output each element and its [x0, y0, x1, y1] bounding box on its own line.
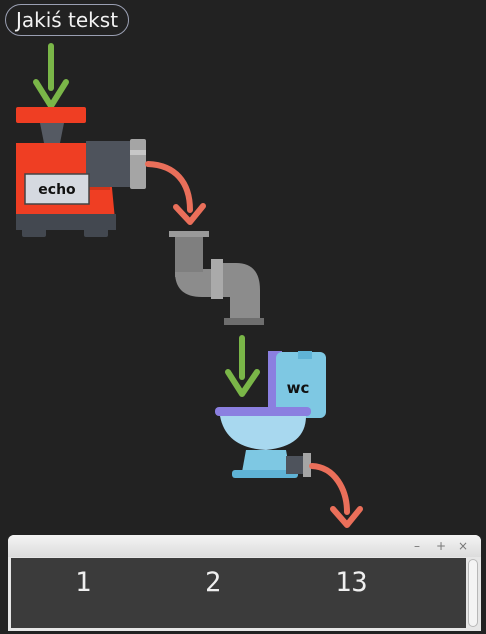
close-button[interactable]: × — [458, 539, 469, 553]
terminal-titlebar — [8, 535, 481, 557]
wc-toilet: wc — [215, 351, 326, 478]
terminal-output: 1 2 13 — [75, 567, 368, 598]
minimize-button[interactable]: – — [414, 539, 420, 553]
input-text-label: Jakiś tekst — [5, 4, 129, 36]
transfer-arrow-2 — [309, 463, 363, 528]
terminal-body: 1 2 13 — [11, 558, 466, 628]
terminal-window: – + × 1 2 13 — [8, 535, 481, 631]
input-flow-arrow — [33, 43, 69, 109]
terminal-scrollbar[interactable] — [468, 559, 478, 627]
transfer-arrow-1 — [145, 161, 206, 225]
maximize-button[interactable]: + — [436, 539, 447, 553]
wc-label: wc — [287, 379, 310, 397]
wc-input-arrow — [225, 335, 260, 397]
echo-machine: echo — [16, 107, 146, 237]
pipe — [169, 231, 264, 325]
echo-label: echo — [38, 182, 76, 198]
